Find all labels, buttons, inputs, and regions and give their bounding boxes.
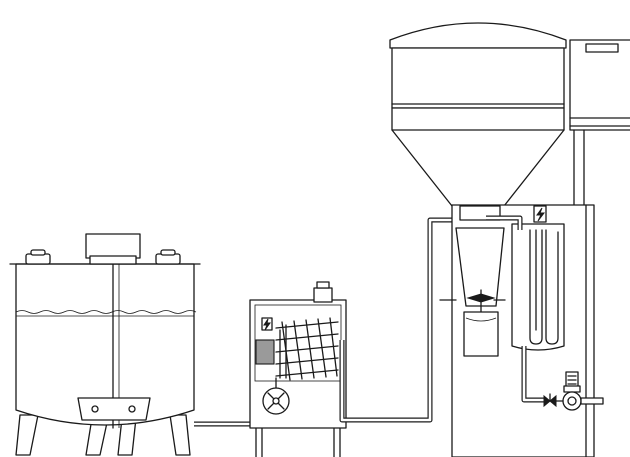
cooling-coil-unit bbox=[249, 281, 347, 457]
mixing-funnel bbox=[455, 227, 505, 307]
tank-leg-left bbox=[15, 414, 39, 456]
receiving-cup bbox=[463, 311, 499, 357]
hopper-lid bbox=[389, 22, 567, 49]
cooler-filler-cup bbox=[313, 287, 333, 303]
hopper-cone bbox=[391, 107, 565, 207]
heating-tank bbox=[511, 223, 565, 351]
tank-bolt-right bbox=[155, 249, 181, 265]
cabinet-slot bbox=[585, 43, 619, 53]
pipe-cooler-to-machine bbox=[339, 217, 452, 423]
hopper-machine bbox=[389, 22, 630, 457]
tank-body bbox=[15, 263, 195, 426]
cooler-motor bbox=[255, 339, 275, 365]
tank-hatch bbox=[85, 233, 141, 259]
pump-icon bbox=[262, 387, 290, 415]
tank-outlet-plate bbox=[77, 397, 151, 421]
outlet-pipe bbox=[580, 397, 604, 405]
pressure-regulator bbox=[562, 371, 582, 411]
storage-tank bbox=[9, 233, 201, 456]
agitator-blade bbox=[466, 293, 496, 303]
cooling-coil bbox=[275, 317, 339, 381]
tank-leg-right bbox=[169, 414, 191, 456]
valve-icon bbox=[543, 393, 557, 408]
machine-back-cabinet bbox=[569, 39, 630, 131]
tank-bolt-left bbox=[25, 249, 51, 265]
heating-element bbox=[529, 229, 559, 345]
tank-liquid-level bbox=[15, 310, 197, 314]
hopper-cylinder bbox=[391, 47, 565, 109]
